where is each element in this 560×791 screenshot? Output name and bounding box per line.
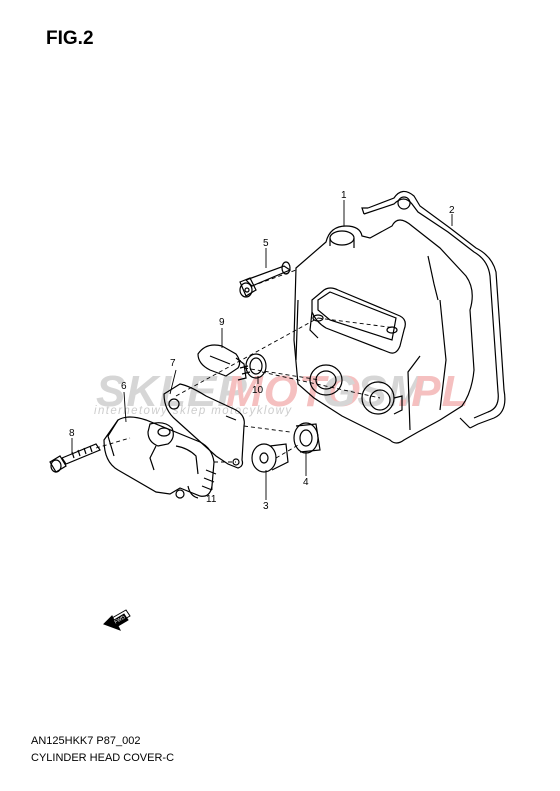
leader-lines	[71, 200, 453, 500]
figure-label: FIG.2	[46, 28, 94, 49]
callout-7: 7	[170, 358, 176, 369]
callout-5: 5	[263, 238, 269, 249]
callout-6: 6	[121, 381, 127, 392]
gasket-plate-part-7	[163, 383, 245, 469]
seal-part-4	[293, 422, 321, 454]
leader-6	[123, 391, 127, 423]
watermark-text-2: MOTO	[226, 367, 361, 416]
fwd-arrow-icon: FWD	[103, 609, 131, 631]
gasket-part-2	[361, 190, 506, 429]
fwd-label: FWD	[114, 614, 127, 625]
o-ring-part-10	[245, 353, 267, 379]
bolt-part-8	[49, 443, 101, 473]
cap-part-3	[251, 443, 289, 473]
watermark: SKLEP MOTO GSM .PL internetowy sklep mot…	[94, 367, 468, 417]
cylinder-head-cover-part-1	[293, 219, 475, 444]
breather-cap-part-9	[197, 344, 251, 381]
callout-3: 3	[263, 501, 269, 512]
bolt-part-5	[239, 261, 292, 298]
callout-10: 10	[252, 385, 264, 396]
callout-9: 9	[219, 317, 225, 328]
footer-title: CYLINDER HEAD COVER-C	[31, 752, 175, 764]
footer-code: AN125HKK7 P87_002	[31, 735, 141, 747]
assembly-dash-lines	[95, 269, 397, 463]
leader-7	[169, 369, 177, 395]
callout-1: 1	[341, 190, 347, 201]
watermark-tagline: internetowy sklep motocyklowy	[94, 405, 292, 417]
callout-4: 4	[303, 477, 309, 488]
callout-11: 11	[206, 494, 217, 505]
reed-valve-part-6	[103, 416, 217, 499]
callout-2: 2	[449, 205, 455, 216]
callout-8: 8	[69, 428, 75, 439]
callout-labels: 1 2 3 4 5 6 7 8 9 10 11	[69, 190, 455, 512]
